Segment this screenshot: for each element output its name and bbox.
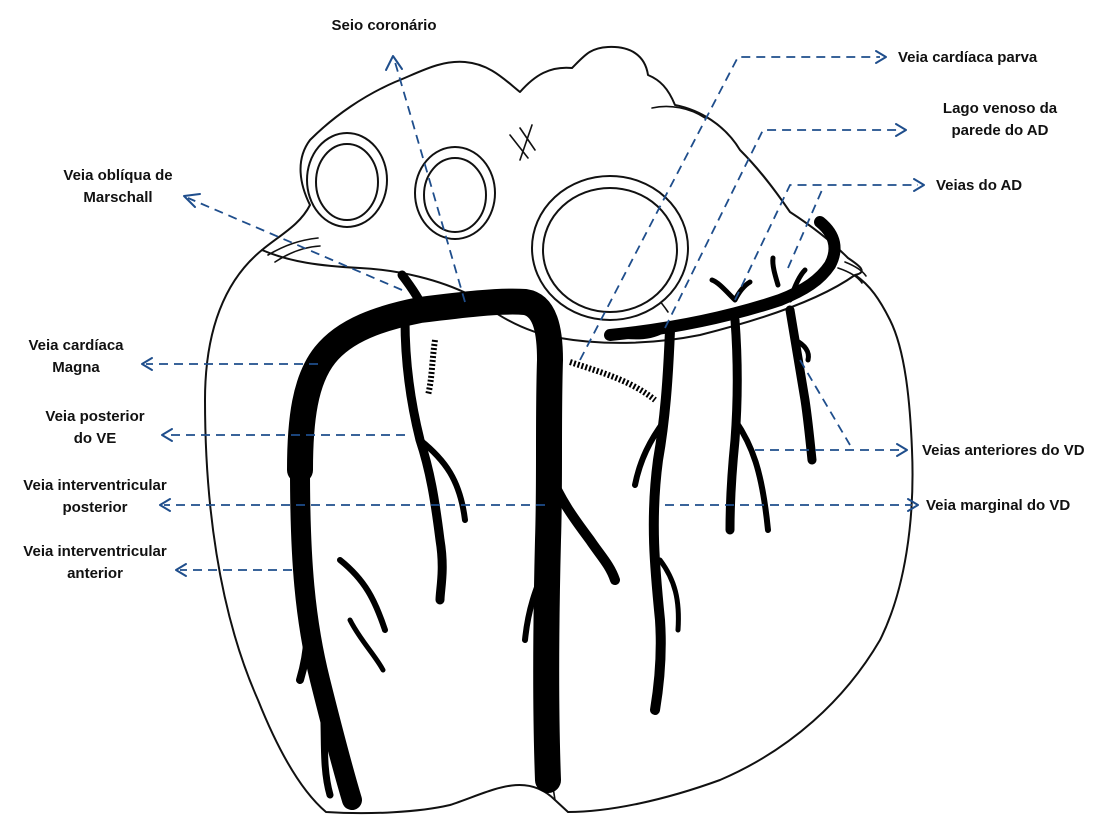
label-veias-do-ad: Veias do AD <box>936 177 1022 194</box>
label-seio-coronario: Seio coronário <box>331 17 436 34</box>
label-veia-magna-line1: Veia cardíaca <box>28 337 124 354</box>
arrow-posterior <box>162 429 172 441</box>
label-iv-anterior-line1: Veia interventricular <box>23 543 167 560</box>
arrow-seio-coronario <box>386 56 402 70</box>
label-iv-anterior-line2: anterior <box>67 565 123 582</box>
label-veia-magna-line2: Magna <box>52 359 100 376</box>
heart-illustration <box>205 47 913 813</box>
label-lago-venoso-line1: Lago venoso da <box>943 100 1058 117</box>
label-veia-obliqua-line1: Veia oblíqua de <box>63 167 172 184</box>
label-veia-posterior-line1: Veia posterior <box>45 408 144 425</box>
label-iv-posterior-line1: Veia interventricular <box>23 477 167 494</box>
label-lago-venoso-line2: parede do AD <box>952 122 1049 139</box>
vessel-opening-middle <box>415 147 495 239</box>
label-veia-marginal-vd: Veia marginal do VD <box>926 497 1070 514</box>
arrow-lago <box>896 124 906 136</box>
label-veia-cardiaca-parva: Veia cardíaca parva <box>898 49 1038 66</box>
vessel-opening-left <box>307 133 387 227</box>
label-veia-posterior-line2: do VE <box>74 430 117 447</box>
label-iv-posterior-line2: posterior <box>62 499 127 516</box>
label-veia-obliqua-line2: Marschall <box>83 189 152 206</box>
label-veias-anteriores-vd: Veias anteriores do VD <box>922 442 1085 459</box>
arrow-veias-ad <box>914 179 924 191</box>
